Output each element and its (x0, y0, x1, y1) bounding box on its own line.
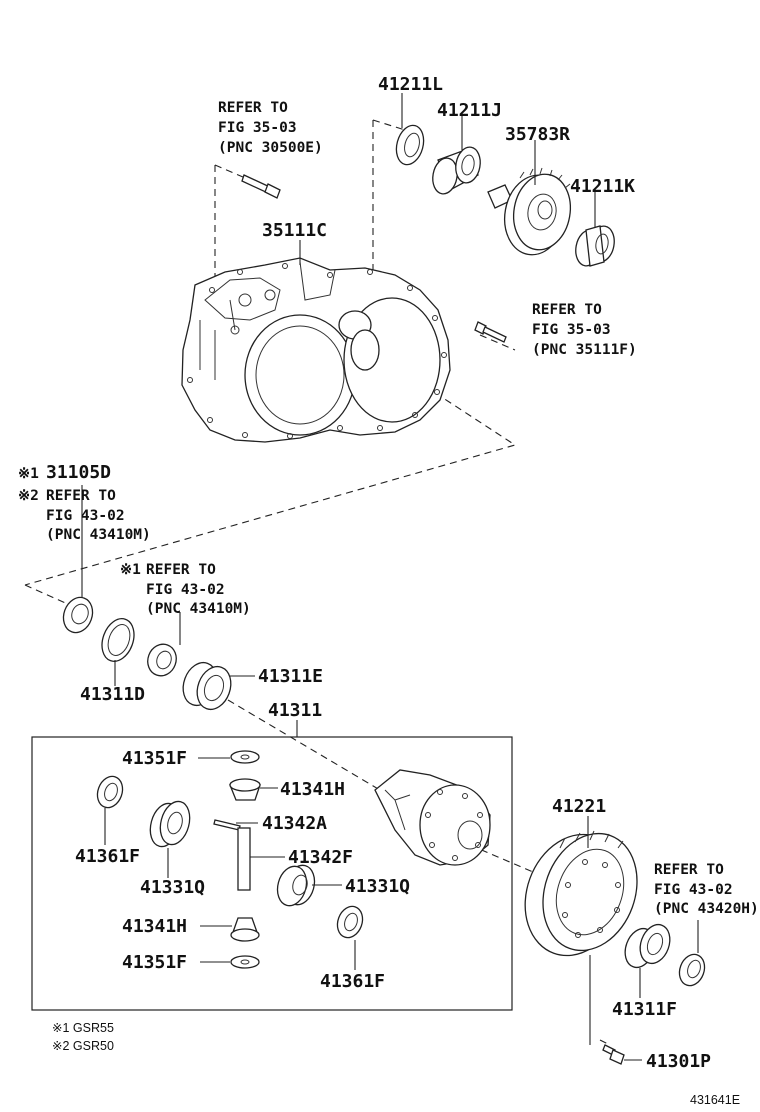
diagram-id: 431641E (690, 1093, 740, 1107)
ring-gear-41221-art (524, 830, 638, 957)
footnotes: ※1 GSR55 ※2 GSR50 (52, 1021, 114, 1053)
oil-seal-31105d-art (62, 596, 94, 634)
bolt-41301p-art (602, 1044, 625, 1065)
seal-43410m-art (147, 643, 177, 677)
ref-fig-43-02-pnc-43410m-a: ※2 REFER TO FIG 43-02 (PNC 43410M) (18, 488, 151, 543)
washer-41311d-art (101, 618, 135, 662)
label-41211j: 41211J (437, 100, 502, 121)
ref-line-3: (PNC 35111F) (532, 342, 637, 358)
inner-parts-art (96, 750, 364, 969)
label-41211k: 41211K (570, 176, 635, 197)
mark-31105d: ※1 (18, 466, 39, 482)
oil-seal-41211l-art (395, 124, 425, 166)
footnote-gsr50: ※2 GSR50 (52, 1039, 114, 1053)
ref-line-1: REFER TO (654, 862, 724, 878)
label-41221: 41221 (552, 796, 606, 817)
leader-lines (81, 93, 699, 1061)
differential-parts-frame (31, 736, 513, 1011)
label-31105d: 31105D (46, 462, 111, 483)
label-35783r: 35783R (505, 124, 570, 145)
label-41331q-right: 41331Q (345, 876, 410, 897)
ref-fig-35-03-pnc-35111f: REFER TO FIG 35-03 (PNC 35111F) (532, 302, 637, 358)
ref-line-3: (PNC 30500E) (218, 140, 323, 156)
label-41342a: 41342A (262, 813, 327, 834)
part-number-labels: 41211L 41211J 35783R 41211K 35111C 31105… (18, 74, 711, 1072)
ref-line-2: FIG 35-03 (532, 322, 611, 338)
ref-fig-43-02-pnc-43410m-b: ※1 REFER TO FIG 43-02 (PNC 43410M) (120, 562, 251, 617)
differential-case-art (374, 769, 491, 866)
ref-line-2: FIG 43-02 (46, 508, 125, 524)
transaxle-housing-art (181, 257, 451, 443)
ref-line-3: (PNC 43410M) (146, 601, 251, 617)
label-41341h-top: 41341H (280, 779, 345, 800)
ref-line-2: FIG 43-02 (654, 882, 733, 898)
label-41361f-left: 41361F (75, 846, 140, 867)
ref-mark: ※2 (18, 488, 39, 504)
label-41311e: 41311E (258, 666, 323, 687)
ref-fig-35-03-pnc-30500e: REFER TO FIG 35-03 (PNC 30500E) (218, 100, 323, 156)
label-35111c: 35111C (262, 220, 327, 241)
label-41351f-bottom: 41351F (122, 952, 187, 973)
ref-line-1: REFER TO (532, 302, 602, 318)
label-41311d: 41311D (80, 684, 145, 705)
ref-line-1: REFER TO (218, 100, 288, 116)
ref-line-2: FIG 43-02 (146, 582, 225, 598)
ref-line-1: REFER TO (46, 488, 116, 504)
label-41341h-bottom: 41341H (122, 916, 187, 937)
label-41211l: 41211L (378, 74, 443, 95)
guide-lines (24, 119, 611, 1046)
ref-mark: ※1 (120, 562, 141, 578)
label-41361f-bottom: 41361F (320, 971, 385, 992)
bolt-art-35111f (474, 321, 507, 343)
bolt-art-30500e (241, 174, 281, 199)
ref-fig-43-02-pnc-43420h: REFER TO FIG 43-02 (PNC 43420H) (654, 862, 759, 917)
label-41351f-top: 41351F (122, 748, 187, 769)
ref-line-3: (PNC 43410M) (46, 527, 151, 543)
label-41311: 41311 (268, 700, 322, 721)
footnote-gsr55: ※1 GSR55 (52, 1021, 114, 1035)
seal-43420h-art (678, 953, 706, 987)
bearing-41211j-art (432, 146, 481, 195)
ref-line-2: FIG 35-03 (218, 120, 297, 136)
label-41301p: 41301P (646, 1051, 711, 1072)
ref-line-1: REFER TO (146, 562, 216, 578)
label-41331q-left: 41331Q (140, 877, 205, 898)
bearing-41311f-art (624, 923, 671, 969)
gear-35783r-art (487, 167, 572, 256)
label-41342f: 41342F (288, 847, 353, 868)
bearing-41311e-art (182, 661, 232, 711)
ref-line-3: (PNC 43420H) (654, 901, 759, 917)
label-41311f: 41311F (612, 999, 677, 1020)
bearing-41211k-art (575, 225, 615, 267)
